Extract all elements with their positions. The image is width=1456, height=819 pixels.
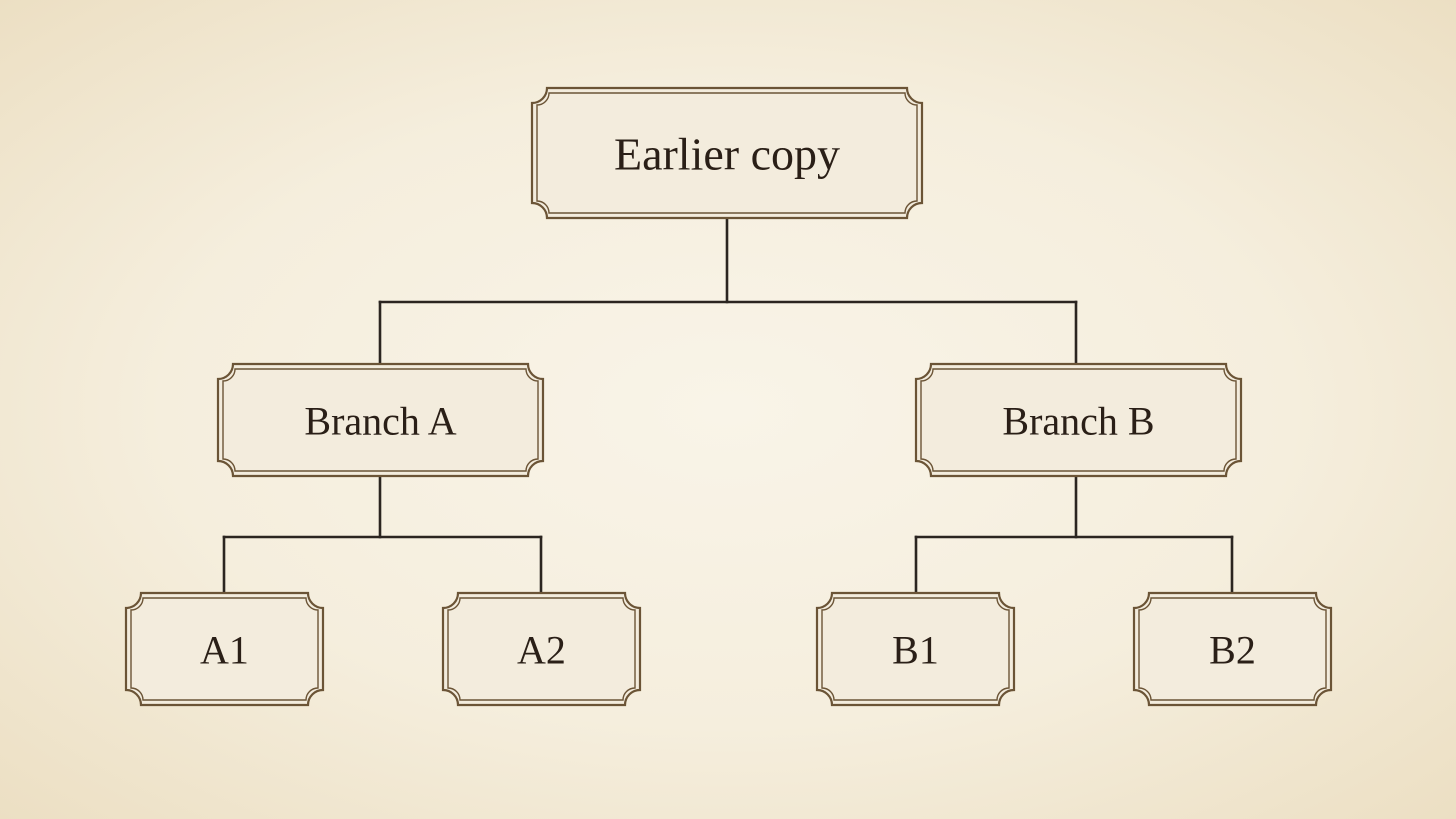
node-b1-frame-inner <box>821 597 1010 701</box>
node-a1-frame-inner <box>130 597 319 701</box>
node-a1-label: A1 <box>200 628 249 673</box>
node-b1: B1 <box>815 591 1016 707</box>
node-root-frame-inner <box>536 92 918 214</box>
node-a2: A2 <box>441 591 642 707</box>
node-a2-label: A2 <box>517 628 566 673</box>
node-root-label: Earlier copy <box>614 129 840 180</box>
node-branch-b-label: Branch B <box>1002 399 1154 444</box>
node-root: Earlier copy <box>530 86 924 220</box>
node-root-frame <box>530 86 924 220</box>
node-branch-b: Branch B <box>914 362 1243 478</box>
node-branch-b-frame-inner <box>920 368 1237 472</box>
node-b2-frame <box>1132 591 1333 707</box>
node-b2-label: B2 <box>1209 628 1256 673</box>
node-a2-frame <box>441 591 642 707</box>
node-b2-frame-inner <box>1138 597 1327 701</box>
node-branch-a: Branch A <box>216 362 545 478</box>
node-a1: A1 <box>124 591 325 707</box>
node-branch-a-frame-inner <box>222 368 539 472</box>
node-a2-frame-inner <box>447 597 636 701</box>
node-a1-frame <box>124 591 325 707</box>
node-b1-label: B1 <box>892 628 939 673</box>
node-branch-a-label: Branch A <box>304 399 456 444</box>
node-b1-frame <box>815 591 1016 707</box>
connectors <box>222 216 1234 595</box>
node-branch-a-frame <box>216 362 545 478</box>
node-branch-b-frame <box>914 362 1243 478</box>
node-b2: B2 <box>1132 591 1333 707</box>
